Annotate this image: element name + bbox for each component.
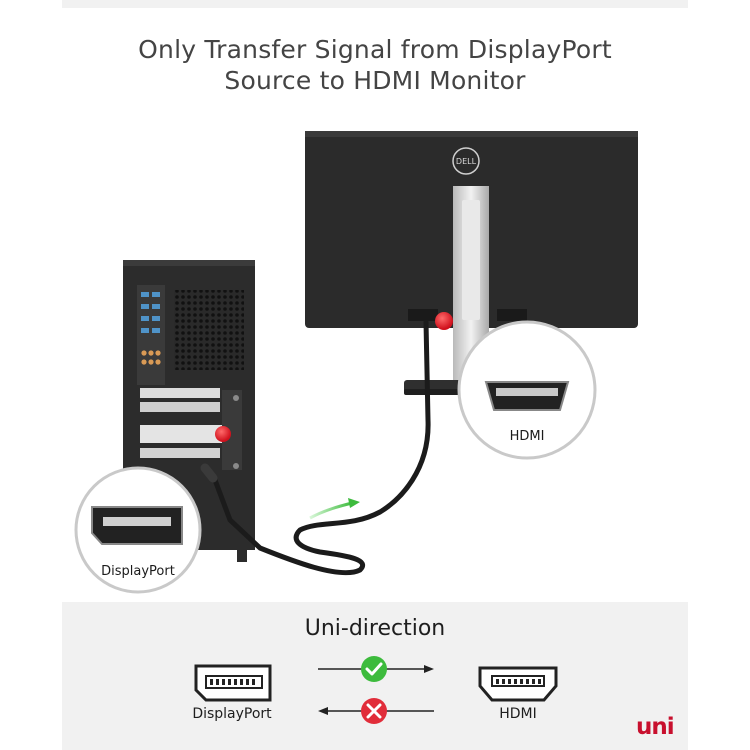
signal-arrowhead <box>348 498 360 508</box>
forward-direction <box>318 656 434 682</box>
gpu-bracket <box>140 425 225 443</box>
cable <box>200 319 431 576</box>
hdmi-callout-label: HDMI <box>510 429 545 444</box>
expansion-slot <box>140 388 220 398</box>
hdmi-connector-icon <box>478 666 558 702</box>
source-port-label: DisplayPort <box>192 706 272 722</box>
expansion-slot <box>140 402 220 412</box>
headline-line-1: Only Transfer Signal from DisplayPort <box>138 35 612 64</box>
signal-arrow <box>309 501 353 520</box>
target-port-label: HDMI <box>499 706 537 722</box>
hdmi-port-marker <box>435 312 453 330</box>
headline-line-2: Source to HDMI Monitor <box>224 66 526 95</box>
headline: Only Transfer Signal from DisplayPort So… <box>0 34 750 96</box>
io-panel <box>137 285 165 385</box>
reverse-direction <box>318 698 434 724</box>
check-circle-icon <box>361 656 387 682</box>
fan-grill <box>174 290 244 370</box>
brand-logo: uni <box>636 714 675 740</box>
displayport-callout-label: DisplayPort <box>101 564 175 579</box>
dell-logo <box>452 147 480 175</box>
connection-illustration: DELL <box>74 131 638 594</box>
top-strip <box>62 0 688 8</box>
hdmi-callout: HDMI <box>457 320 597 460</box>
displayport-marker <box>215 426 231 442</box>
dell-logo-text: DELL <box>456 157 477 166</box>
displayport-callout: DisplayPort <box>74 466 202 594</box>
direction-title: Uni-direction <box>304 616 446 641</box>
displayport-connector-icon <box>194 664 272 702</box>
expansion-slot <box>140 448 220 458</box>
